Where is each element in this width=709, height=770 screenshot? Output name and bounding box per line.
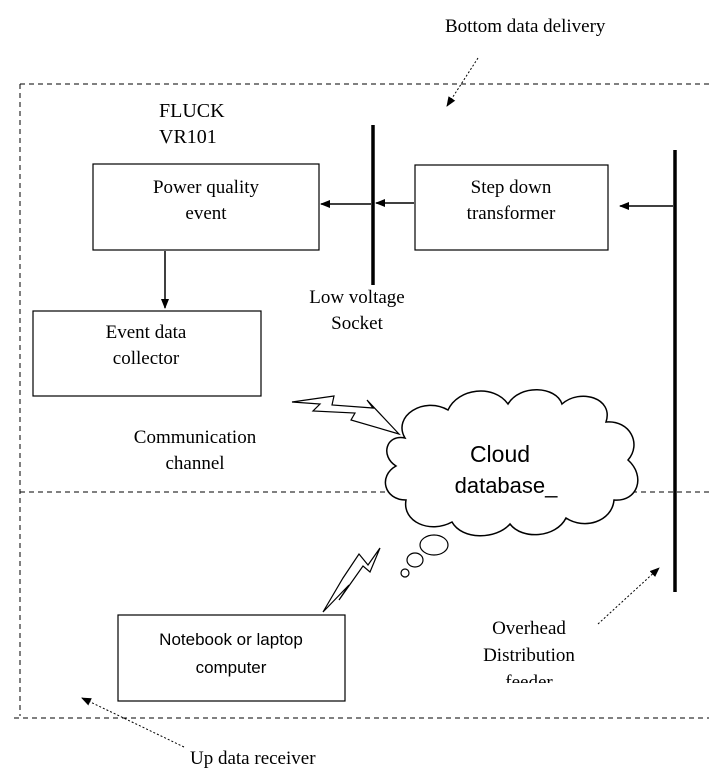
database-label: database_	[455, 473, 559, 498]
cloud-bubble-medium	[406, 552, 424, 568]
up-data-receiver-pointer	[81, 697, 185, 748]
power-quality-event-box	[92, 163, 320, 251]
distribution-label: Distribution	[483, 645, 575, 666]
vr101-label: VR101	[159, 126, 217, 148]
feeder-label-mask	[470, 683, 600, 695]
notebook-laptop-box	[117, 614, 346, 702]
overhead-feeder-pointer	[597, 567, 660, 625]
step-down-transformer-box	[414, 164, 609, 251]
socket-label: Socket	[331, 313, 383, 334]
cloud-database-icon	[384, 389, 639, 537]
event-data-label: Event data	[106, 322, 187, 343]
event-label: event	[185, 203, 227, 224]
step-down-label: Step down	[471, 177, 552, 198]
low-voltage-label: Low voltage	[309, 287, 405, 308]
communication-label: Communication	[134, 427, 257, 448]
channel-label: channel	[165, 453, 224, 474]
fluck-label: FLUCK	[159, 100, 225, 122]
collector-label: collector	[113, 348, 180, 369]
cloud-bubble-small	[400, 568, 410, 578]
computer-label: computer	[196, 658, 267, 677]
up-data-receiver-label: Up data receiver	[190, 748, 316, 769]
communication-lightning-icon	[291, 395, 401, 436]
event-data-collector-box	[32, 310, 262, 397]
transformer-label: transformer	[467, 203, 556, 224]
cloud-bubble-large	[419, 534, 449, 556]
notebook-label: Notebook or laptop	[159, 630, 303, 649]
bottom-data-delivery-label: Bottom data delivery	[445, 16, 606, 37]
cloud-label: Cloud	[470, 441, 530, 467]
notebook-lightning-icon	[322, 547, 381, 613]
overhead-label: Overhead	[492, 618, 566, 639]
dashed-boundaries	[14, 83, 709, 719]
bottom-data-delivery-pointer	[446, 57, 479, 107]
power-quality-label: Power quality	[153, 177, 260, 198]
